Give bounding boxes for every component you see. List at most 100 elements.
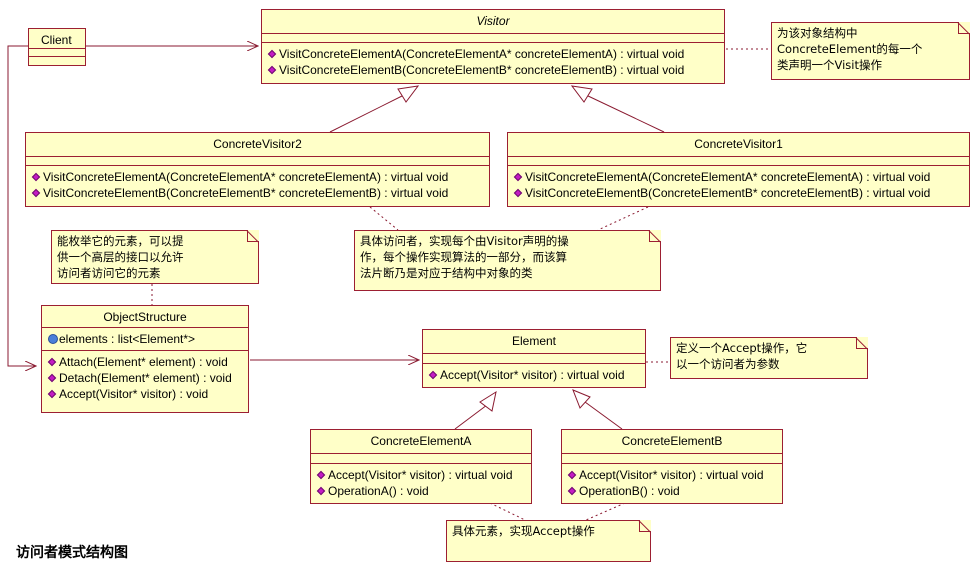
objectstructure-op-accept-text: Accept(Visitor* visitor) : void [59,387,209,401]
concrete-element-note-line-1: 具体元素，实现Accept操作 [452,524,595,538]
client-class[interactable]: Client [28,28,86,66]
visitor1-generalization [570,85,665,133]
element-class[interactable]: Element Accept(Visitor* visitor) : virtu… [422,329,646,388]
visitor2-generalization [329,85,420,133]
concrete-elementA-op-operation-text: OperationA() : void [328,484,429,498]
concrete-visitor2-op-b: VisitConcreteElementB(ConcreteElementB* … [31,185,489,201]
visitor-class-name: Visitor [262,10,724,34]
concrete-visitor1-op-b-text: VisitConcreteElementB(ConcreteElementB* … [525,186,931,200]
concrete-elementB-attributes [562,454,782,464]
objectstructure-note-line-2: 供一个高层的接口以允许 [57,250,184,264]
visitor-class[interactable]: Visitor VisitConcreteElementA(ConcreteEl… [261,9,725,84]
operation-icon [316,470,326,480]
element-class-name: Element [423,330,645,354]
concrete-visitor1-op-a: VisitConcreteElementA(ConcreteElementA* … [513,169,969,185]
objectstructure-op-detach-text: Detach(Element* element) : void [59,371,232,385]
elementB-note-anchor [585,502,626,521]
client-to-objectstructure-association [7,45,36,366]
elementA-generalization [454,390,497,430]
visitor-op-a: VisitConcreteElementA(ConcreteElementA* … [267,46,724,62]
objectstructure-attributes: elements : list<Element*> [42,328,248,351]
concrete-visitor1-class[interactable]: ConcreteVisitor1 VisitConcreteElementA(C… [507,132,970,207]
concrete-visitor1-operations: VisitConcreteElementA(ConcreteElementA* … [508,166,969,201]
concrete-visitor2-class-name: ConcreteVisitor2 [26,133,489,157]
concrete-visitor2-operations: VisitConcreteElementA(ConcreteElementA* … [26,166,489,201]
elementA-note-anchor [489,502,526,521]
element-note-line-2: 以一个访问者为参数 [676,357,780,371]
concrete-visitor1-attributes [508,157,969,166]
objectstructure-operations: Attach(Element* element) : void Detach(E… [42,351,248,402]
element-op-accept-text: Accept(Visitor* visitor) : virtual void [440,368,625,382]
operation-icon [428,370,438,380]
elementB-generalization [572,389,623,430]
concrete-visitor-note-line-2: 作，每个操作实现算法的一部分，而该算 [360,250,567,264]
concrete-elementA-op-operation: OperationA() : void [316,483,531,499]
concrete-elementB-op-operation: OperationB() : void [567,483,782,499]
visitor-operations: VisitConcreteElementA(ConcreteElementA* … [262,43,724,78]
concrete-visitor1-op-b: VisitConcreteElementB(ConcreteElementB* … [513,185,969,201]
element-op-accept: Accept(Visitor* visitor) : virtual void [428,367,645,383]
objectstructure-op-accept: Accept(Visitor* visitor) : void [47,386,248,402]
objectstructure-op-attach-text: Attach(Element* element) : void [59,355,228,369]
visitor-note-line-3: 类声明一个Visit操作 [777,58,883,72]
visitor-note: 为该对象结构中 ConcreteElement的每一个 类声明一个Visit操作 [771,22,970,80]
visitor-op-a-text: VisitConcreteElementA(ConcreteElementA* … [279,47,685,61]
concrete-visitor2-op-b-text: VisitConcreteElementB(ConcreteElementB* … [43,186,449,200]
objectstructure-note: 能枚举它的元素，可以提 供一个高层的接口以允许 访问者访问它的元素 [51,230,259,284]
visitor-attributes [262,34,724,43]
visitor1-note-anchor [597,206,649,231]
visitor-op-b: VisitConcreteElementB(ConcreteElementB* … [267,62,724,78]
concrete-elementB-operations: Accept(Visitor* visitor) : virtual void … [562,464,782,499]
concrete-visitor-note-line-3: 法片断乃是对应于结构中对象的类 [360,266,533,280]
operation-icon [47,373,57,383]
concrete-elementB-op-accept-text: Accept(Visitor* visitor) : virtual void [579,468,764,482]
concrete-visitor2-op-a: VisitConcreteElementA(ConcreteElementA* … [31,169,489,185]
element-note-line-1: 定义一个Accept操作，它 [676,341,808,355]
objectstructure-class[interactable]: ObjectStructure elements : list<Element*… [41,305,249,413]
objectstructure-attr-elements: elements : list<Element*> [59,332,196,346]
operation-icon [31,188,41,198]
operation-icon [47,357,57,367]
concrete-elementB-op-accept: Accept(Visitor* visitor) : virtual void [567,467,782,483]
element-attributes [423,354,645,364]
note-fold [247,230,259,242]
client-operations [29,57,85,65]
concrete-visitor2-class[interactable]: ConcreteVisitor2 VisitConcreteElementA(C… [25,132,490,207]
objectstructure-op-detach: Detach(Element* element) : void [47,370,248,386]
concrete-elementB-class[interactable]: ConcreteElementB Accept(Visitor* visitor… [561,429,783,504]
concrete-elementA-class[interactable]: ConcreteElementA Accept(Visitor* visitor… [310,429,532,504]
private-attribute-icon [48,334,58,344]
concrete-elementA-op-accept: Accept(Visitor* visitor) : virtual void [316,467,531,483]
concrete-visitor-note-line-1: 具体访问者，实现每个由Visitor声明的操 [360,234,569,248]
visitor-note-line-2: ConcreteElement的每一个 [777,42,923,56]
client-class-name: Client [29,29,85,49]
operation-icon [567,470,577,480]
concrete-visitor1-op-a-text: VisitConcreteElementA(ConcreteElementA* … [525,170,931,184]
concrete-elementB-op-operation-text: OperationB() : void [579,484,680,498]
operation-icon [31,172,41,182]
concrete-visitor1-class-name: ConcreteVisitor1 [508,133,969,157]
visitor2-note-anchor [369,206,399,231]
objectstructure-op-attach: Attach(Element* element) : void [47,354,248,370]
concrete-visitor2-attributes [26,157,489,166]
objectstructure-class-name: ObjectStructure [42,306,248,328]
objectstructure-note-line-1: 能枚举它的元素，可以提 [57,234,184,248]
operation-icon [267,49,277,59]
concrete-visitor-note: 具体访问者，实现每个由Visitor声明的操 作，每个操作实现算法的一部分，而该… [354,230,661,291]
concrete-elementA-attributes [311,454,531,464]
concrete-visitor2-op-a-text: VisitConcreteElementA(ConcreteElementA* … [43,170,449,184]
note-fold [958,22,970,34]
operation-icon [513,172,523,182]
concrete-elementA-op-accept-text: Accept(Visitor* visitor) : virtual void [328,468,513,482]
concrete-elementA-class-name: ConcreteElementA [311,430,531,454]
concrete-elementB-class-name: ConcreteElementB [562,430,782,454]
note-fold [856,337,868,349]
objectstructure-note-line-3: 访问者访问它的元素 [57,266,161,280]
note-fold [649,230,661,242]
operation-icon [47,389,57,399]
operation-icon [267,65,277,75]
note-fold [639,520,651,532]
element-operations: Accept(Visitor* visitor) : virtual void [423,364,645,383]
visitor-note-line-1: 为该对象结构中 [777,26,858,40]
